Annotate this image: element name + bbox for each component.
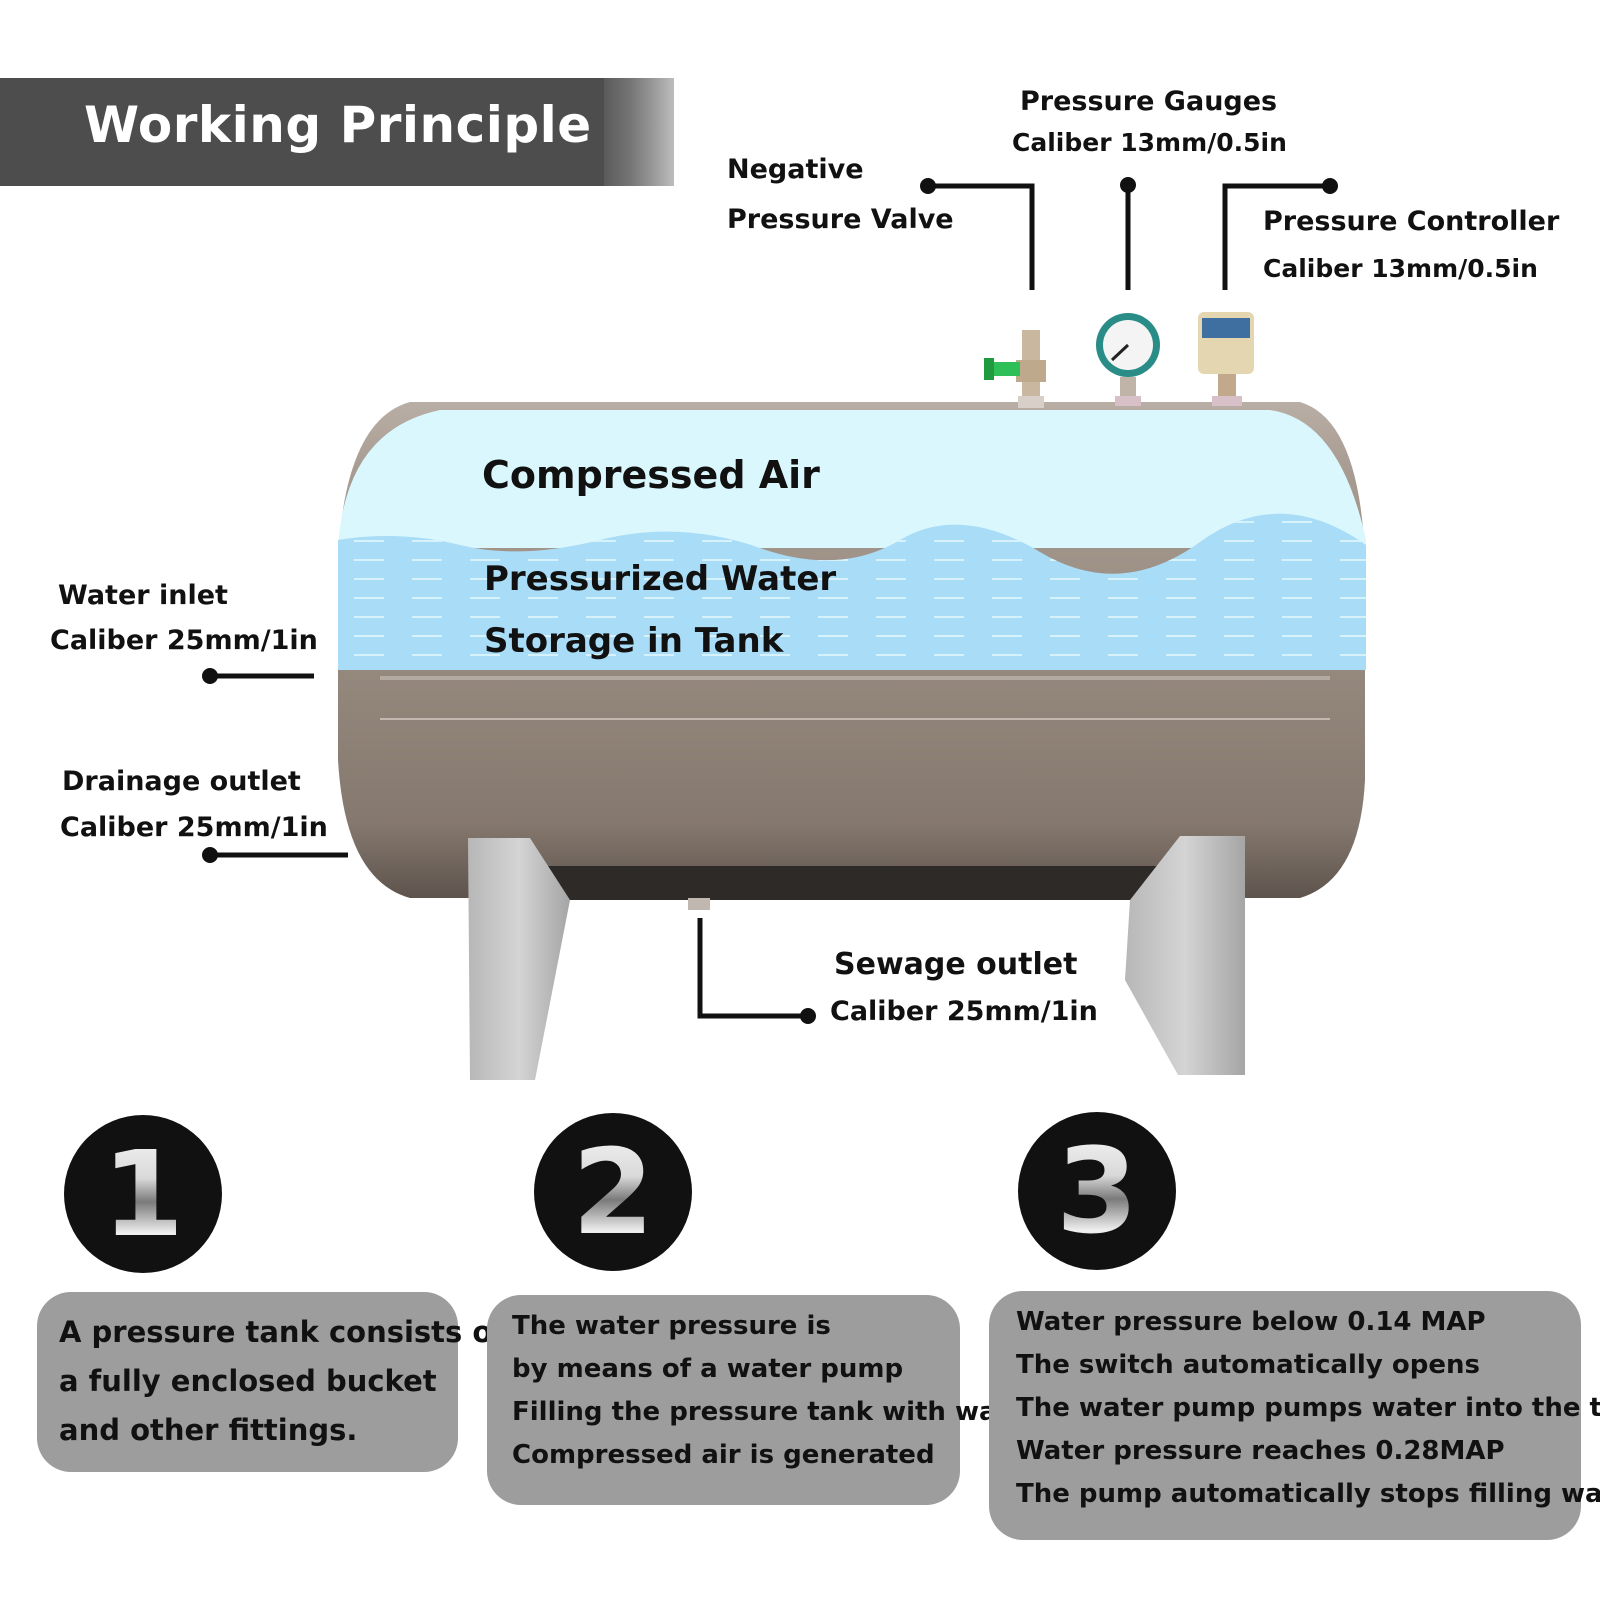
air-layer: [338, 410, 1366, 548]
step-3-line-2: The switch automatically opens: [1016, 1350, 1480, 1380]
step-1-line-3: and other fittings.: [59, 1413, 358, 1447]
step-1-line-1: A pressure tank consists of: [59, 1315, 505, 1349]
inlet-label-line1: Water inlet: [58, 580, 228, 611]
step-1-number: 1: [64, 1115, 222, 1273]
step-1-number-badge: 1: [64, 1115, 222, 1273]
negative-valve-label-line1: Negative: [727, 154, 864, 185]
leader-lines: [210, 183, 1330, 1019]
water-label-line1: Pressurized Water: [484, 559, 837, 599]
step-1-line-2: a fully enclosed bucket: [59, 1364, 437, 1398]
step-3-number: 3: [1018, 1112, 1176, 1270]
gauges-label-line2: Caliber 13mm/0.5in: [1012, 128, 1287, 157]
title-banner: [0, 78, 674, 186]
negative-valve-label-line2: Pressure Valve: [727, 204, 954, 235]
gauges-label-line1: Pressure Gauges: [1020, 86, 1278, 117]
water-label-line2: Storage in Tank: [484, 621, 784, 661]
step-3-line-5: The pump automatically stops filling wat…: [1016, 1479, 1600, 1509]
inlet-label-line2: Caliber 25mm/1in: [50, 625, 318, 656]
step-2-number: 2: [534, 1113, 692, 1271]
step-2-number-badge: 2: [534, 1113, 692, 1271]
step-2-box: The water pressure is by means of a wate…: [487, 1295, 1039, 1505]
step-3-number-badge: 3: [1018, 1112, 1176, 1270]
pressure-gauge: [1096, 313, 1160, 406]
controller-label-line1: Pressure Controller: [1263, 206, 1560, 237]
step-2-line-2: by means of a water pump: [512, 1354, 904, 1384]
pressure-controller: [1198, 312, 1254, 406]
leader-dots: [202, 177, 1338, 1024]
step-2-line-1: The water pressure is: [512, 1311, 831, 1341]
sewage-fitting: [688, 898, 710, 910]
sewage-label-line2: Caliber 25mm/1in: [830, 996, 1098, 1027]
step-3-line-3: The water pump pumps water into the tank…: [1016, 1393, 1600, 1423]
drain-label-line1: Drainage outlet: [62, 766, 301, 797]
step-2-line-3: Filling the pressure tank with water: [512, 1397, 1040, 1427]
step-3-line-1: Water pressure below 0.14 MAP: [1016, 1307, 1486, 1337]
tank-legs: [468, 836, 1245, 1080]
drain-label-line2: Caliber 25mm/1in: [60, 812, 328, 843]
water-layer: [338, 513, 1366, 670]
step-1-box: A pressure tank consists of a fully encl…: [37, 1292, 505, 1472]
step-2-line-4: Compressed air is generated: [512, 1440, 935, 1470]
sewage-label-line1: Sewage outlet: [834, 947, 1078, 982]
page-title: Working Principle: [84, 96, 592, 154]
step-3-box: Water pressure below 0.14 MAP The switch…: [989, 1291, 1600, 1540]
negative-pressure-valve: [984, 330, 1046, 408]
compressed-air-label: Compressed Air: [482, 453, 820, 497]
controller-label-line2: Caliber 13mm/0.5in: [1263, 254, 1538, 283]
step-3-line-4: Water pressure reaches 0.28MAP: [1016, 1436, 1505, 1466]
